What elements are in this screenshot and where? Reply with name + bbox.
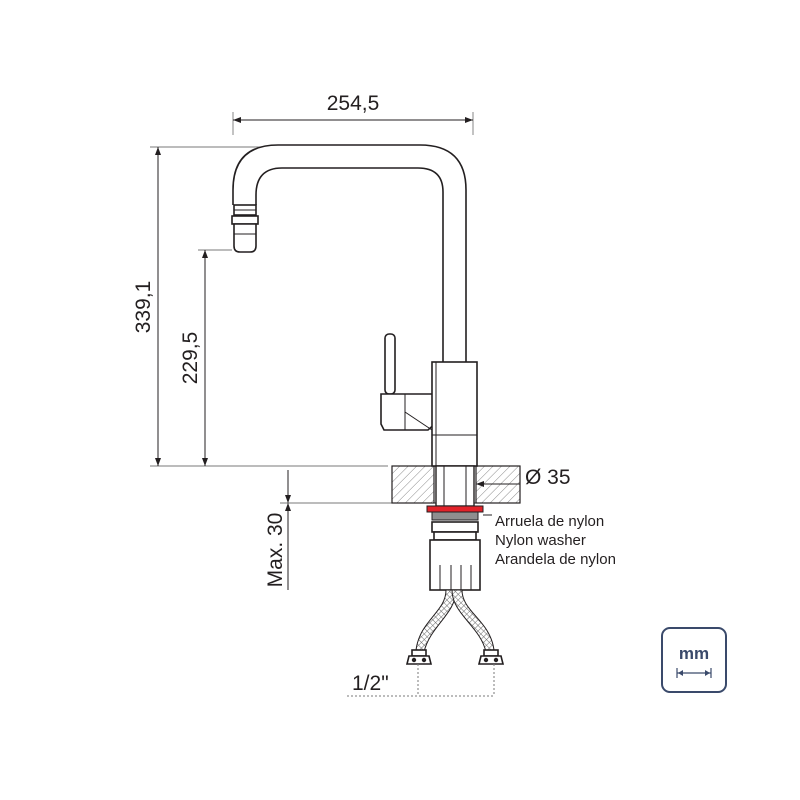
total-height-label: 339,1 (132, 281, 155, 334)
width-dimension-label: 254,5 (327, 92, 380, 115)
unit-badge: mm (661, 627, 727, 693)
flexible-hoses (405, 589, 505, 665)
spout-height-dimension: 229,5 (179, 249, 232, 466)
spout-height-label: 229,5 (179, 332, 202, 385)
max-thickness-dimension: Max. 30 (264, 470, 392, 590)
unit-badge-label: mm (679, 644, 709, 663)
lever-handle (380, 333, 447, 431)
hole-diameter-dimension: Ø 35 (476, 466, 571, 489)
hose-thread-label: 1/2" (352, 672, 389, 695)
hole-diameter-label: Ø 35 (525, 466, 571, 489)
nylon-washer (426, 505, 492, 521)
max-thickness-label: Max. 30 (264, 513, 287, 588)
washer-label-en: Nylon washer (495, 532, 586, 549)
washer-label-es: Arandela de nylon (495, 551, 616, 568)
faucet-body (431, 361, 478, 467)
hose-thread-dimension: 1/2" (347, 664, 495, 697)
total-height-dimension: 339,1 (132, 146, 388, 467)
width-dimension: 254,5 (232, 92, 474, 135)
mounting-shank (435, 465, 475, 507)
faucet-spout (231, 144, 467, 362)
double-arrow-icon (676, 668, 712, 678)
washer-label-pt: Arruela de nylon (495, 513, 604, 530)
washer-callout: Arruela de nylon Nylon washer Arandela d… (495, 513, 616, 568)
fixing-nut (429, 521, 481, 591)
